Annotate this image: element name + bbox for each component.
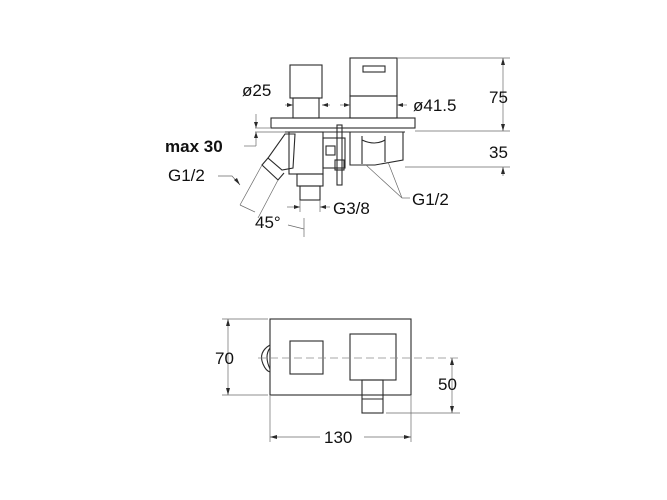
small-handle-cap: [289, 64, 323, 99]
dim-angle45: 45°: [255, 213, 281, 232]
large-handle-cap: [349, 57, 398, 97]
dim-g38: G3/8: [333, 199, 370, 218]
front-view-dimensions: 70 50 130: [215, 318, 460, 447]
side-view-dimensions: ø25 ø41.5 75 35 max 30 G1/2: [165, 57, 510, 237]
cover-plate: [270, 117, 416, 129]
cover-plate-front: [269, 318, 412, 396]
outlet-front: [261, 344, 271, 373]
large-handle-stem: [349, 95, 398, 119]
valve-body-mid: [322, 137, 346, 169]
dim-w130: 130: [324, 428, 352, 447]
dim-max30: max 30: [165, 137, 223, 156]
handle-slot: [362, 65, 386, 73]
front-view: [258, 318, 460, 414]
dim-d25: ø25: [242, 81, 271, 100]
dim-g12-right: G1/2: [412, 190, 449, 209]
small-handle-stem: [292, 97, 320, 119]
dim-d41-5: ø41.5: [413, 96, 456, 115]
dim-h70: 70: [215, 349, 234, 368]
dim-h35: 35: [489, 143, 508, 162]
small-handle-front: [289, 340, 324, 375]
valve-body-right: [349, 131, 404, 166]
lever-front: [361, 379, 384, 414]
dim-h50: 50: [438, 375, 457, 394]
dim-g12-left: G1/2: [168, 166, 205, 185]
mounting-bolt: [336, 124, 343, 186]
dim-h75: 75: [489, 88, 508, 107]
side-view: [239, 57, 416, 219]
angled-outlet: [267, 133, 296, 171]
g38-connector: [299, 185, 321, 201]
